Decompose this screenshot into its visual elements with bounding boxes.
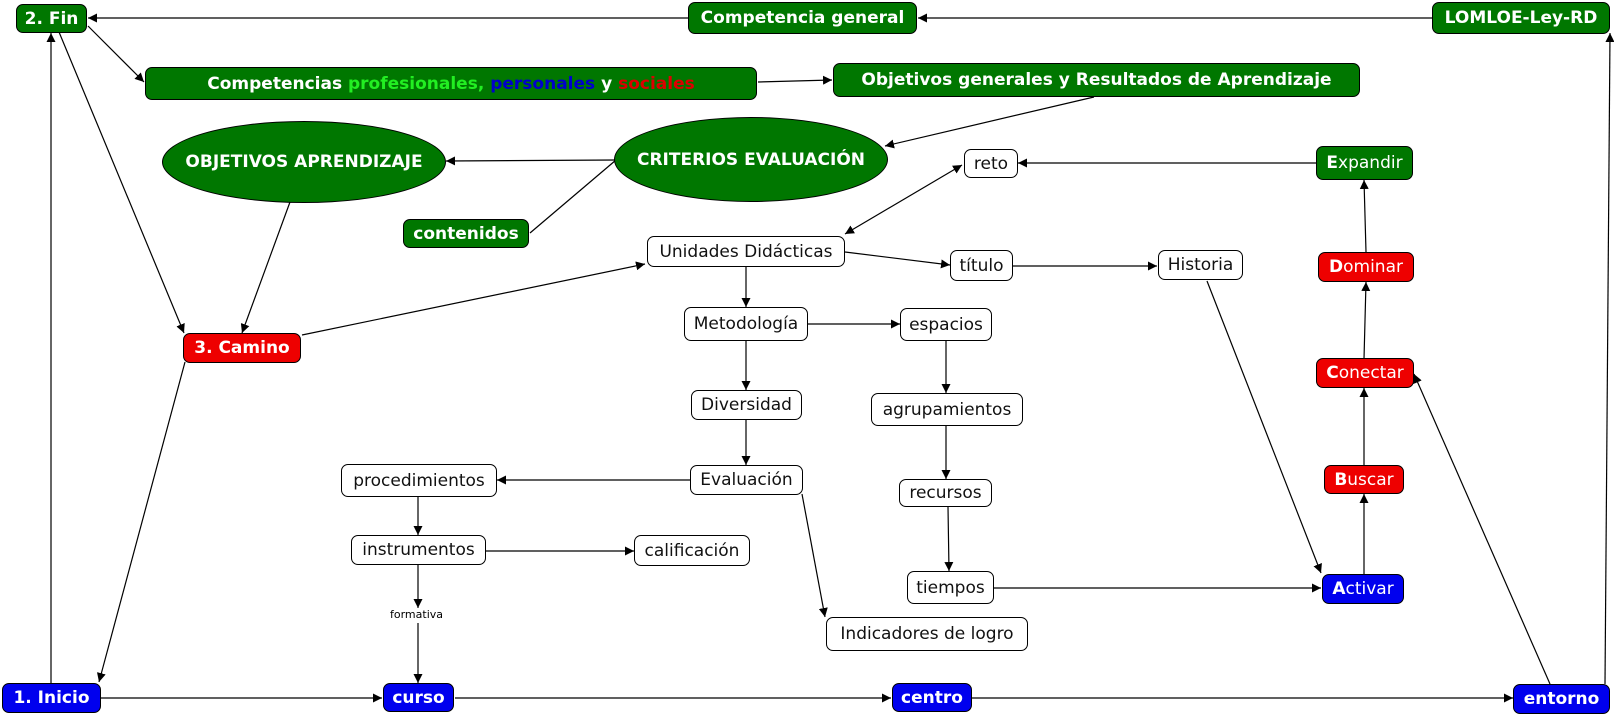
edge-conectar-to-dominar (1361, 281, 1371, 360)
node-tiempos-label: tiempos (916, 577, 985, 598)
node-conectar[interactable]: Conectar (1316, 358, 1414, 388)
edge-recursos-to-tiempos (944, 506, 954, 572)
node-unidades-didacticas-label: Unidades Didácticas (659, 241, 833, 262)
node-dominar[interactable]: Dominar (1318, 252, 1414, 282)
edge-objetivos-aprendizaje-to-camino (240, 201, 291, 334)
node-entorno[interactable]: entorno (1513, 684, 1610, 714)
node-reto-label: reto (973, 153, 1009, 174)
node-inicio-label: 1. Inicio (13, 688, 90, 708)
node-procedimientos[interactable]: procedimientos (341, 464, 497, 497)
node-camino[interactable]: 3. Camino (183, 333, 301, 363)
node-evaluacion-label: Evaluación (700, 470, 793, 490)
node-centro-label: centro (901, 687, 963, 708)
text-profesionales: profesionales, (348, 73, 485, 94)
edge-fin-to-competencias (87, 25, 145, 83)
text-sociales: sociales (618, 73, 695, 94)
edge-criterios-to-objetivos-aprendizaje (445, 156, 617, 166)
node-contenidos[interactable]: contenidos (403, 219, 529, 248)
node-historia-label: Historia (1167, 255, 1234, 275)
edge-label-formativa: formativa (389, 608, 445, 621)
node-espacios-label: espacios (909, 314, 983, 335)
node-buscar-label: Buscar (1334, 469, 1394, 490)
node-criterios-evaluacion-label: CRITERIOS EVALUACIÓN (636, 149, 866, 170)
node-titulo[interactable]: título (950, 250, 1013, 281)
node-criterios-evaluacion[interactable]: CRITERIOS EVALUACIÓN (614, 117, 888, 202)
node-objetivos-generales-label: Objetivos generales y Resultados de Apre… (861, 70, 1332, 90)
edge-reto-unidades (844, 164, 963, 235)
node-expandir[interactable]: Expandir (1316, 146, 1413, 180)
node-fin[interactable]: 2. Fin (16, 4, 87, 33)
node-competencia-general[interactable]: Competencia general (688, 2, 917, 34)
node-historia[interactable]: Historia (1158, 250, 1243, 280)
node-diversidad-label: Diversidad (701, 395, 792, 415)
node-titulo-label: título (959, 255, 1004, 276)
node-buscar[interactable]: Buscar (1324, 465, 1404, 494)
node-indicadores-de-logro[interactable]: Indicadores de logro (826, 617, 1028, 651)
node-espacios[interactable]: espacios (900, 308, 992, 341)
node-contenidos-label: contenidos (413, 223, 519, 244)
node-dominar-label: Dominar (1329, 257, 1403, 277)
node-lomloe-label: LOMLOE-Ley-RD (1444, 8, 1598, 28)
node-expandir-label: Expandir (1326, 153, 1403, 173)
node-agrupamientos[interactable]: agrupamientos (871, 393, 1023, 426)
node-fin-label: 2. Fin (24, 8, 79, 29)
node-recursos-label: recursos (909, 483, 982, 503)
node-competencia-general-label: Competencia general (700, 8, 905, 28)
node-metodologia[interactable]: Metodología (684, 307, 808, 341)
node-unidades-didacticas[interactable]: Unidades Didácticas (647, 236, 845, 267)
node-calificacion-label: calificación (644, 540, 740, 561)
node-camino-label: 3. Camino (194, 338, 290, 358)
node-curso[interactable]: curso (383, 683, 454, 712)
node-metodologia-label: Metodología (693, 314, 799, 334)
node-activar[interactable]: Activar (1322, 574, 1404, 604)
node-recursos[interactable]: recursos (899, 479, 992, 507)
node-indicadores-de-logro-label: Indicadores de logro (840, 624, 1014, 644)
node-competencias-label: Competencias profesionales, personales y… (207, 73, 695, 94)
node-curso-label: curso (392, 687, 445, 708)
node-reto[interactable]: reto (964, 149, 1018, 178)
node-lomloe[interactable]: LOMLOE-Ley-RD (1432, 2, 1610, 34)
node-objetivos-generales[interactable]: Objetivos generales y Resultados de Apre… (833, 63, 1360, 97)
edge-evaluacion-to-indicadores (801, 493, 828, 618)
node-instrumentos-label: instrumentos (362, 540, 475, 560)
edge-historia-to-activar (1206, 280, 1322, 574)
node-objetivos-aprendizaje[interactable]: OBJETIVOS APRENDIZAJE (162, 121, 446, 203)
edge-entorno-to-conectar (1413, 373, 1551, 685)
node-agrupamientos-label: agrupamientos (882, 399, 1012, 420)
edge-camino-to-unidades (301, 261, 646, 336)
node-calificacion[interactable]: calificación (634, 535, 750, 566)
node-activar-label: Activar (1332, 579, 1394, 599)
node-instrumentos[interactable]: instrumentos (351, 535, 486, 565)
node-evaluacion[interactable]: Evaluación (690, 465, 803, 495)
edge-dominar-to-expandir (1359, 179, 1369, 253)
node-centro[interactable]: centro (892, 683, 972, 712)
edge-camino-to-inicio (96, 361, 186, 683)
node-competencias[interactable]: Competencias profesionales, personales y… (145, 67, 757, 100)
node-diversidad[interactable]: Diversidad (691, 390, 802, 420)
text-personales: personales (484, 73, 596, 94)
edge-criterios-to-contenidos (529, 159, 617, 234)
edge-fin-to-camino (58, 31, 185, 334)
node-tiempos[interactable]: tiempos (907, 571, 994, 604)
edge-objetivos-generales-to-criterios (884, 96, 1095, 149)
node-procedimientos-label: procedimientos (353, 470, 485, 491)
node-conectar-label: Conectar (1326, 363, 1404, 383)
node-objetivos-aprendizaje-label: OBJETIVOS APRENDIZAJE (185, 152, 423, 172)
edge-unidades-to-titulo (844, 251, 951, 269)
edge-entorno-to-lomloe (1604, 32, 1614, 685)
node-inicio[interactable]: 1. Inicio (2, 683, 101, 713)
edge-competencias-to-objetivos-generales (757, 75, 833, 85)
node-entorno-label: entorno (1523, 689, 1600, 709)
